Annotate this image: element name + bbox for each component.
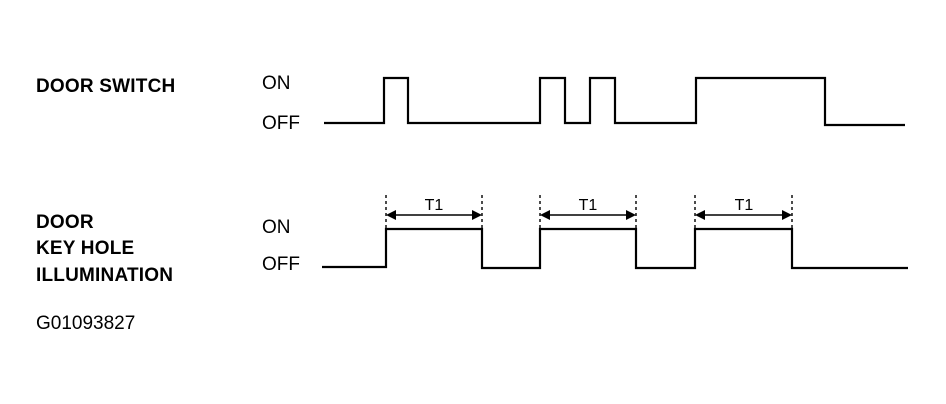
door-switch-label: DOOR SWITCH — [36, 76, 176, 97]
t1-interval-2: T1 — [539, 195, 637, 229]
illumination-label-line-3: ILLUMINATION — [36, 265, 174, 286]
door-switch-on-label: ON — [262, 73, 291, 94]
illumination-off-label: OFF — [262, 254, 300, 275]
figure-code: G01093827 — [36, 313, 136, 334]
t1-interval-3: T1 — [694, 195, 793, 229]
door-switch-off-label: OFF — [262, 113, 300, 134]
illumination-label-line-2: KEY HOLE — [36, 238, 135, 259]
t1-label-2: T1 — [579, 197, 598, 214]
door-switch-waveform — [324, 76, 905, 127]
t1-label-1: T1 — [425, 197, 444, 214]
illumination-label-line-1: DOOR — [36, 212, 94, 233]
t1-label-3: T1 — [735, 197, 754, 214]
t1-interval-1: T1 — [385, 195, 483, 229]
illumination-waveform — [322, 227, 908, 270]
illumination-on-label: ON — [262, 217, 291, 238]
